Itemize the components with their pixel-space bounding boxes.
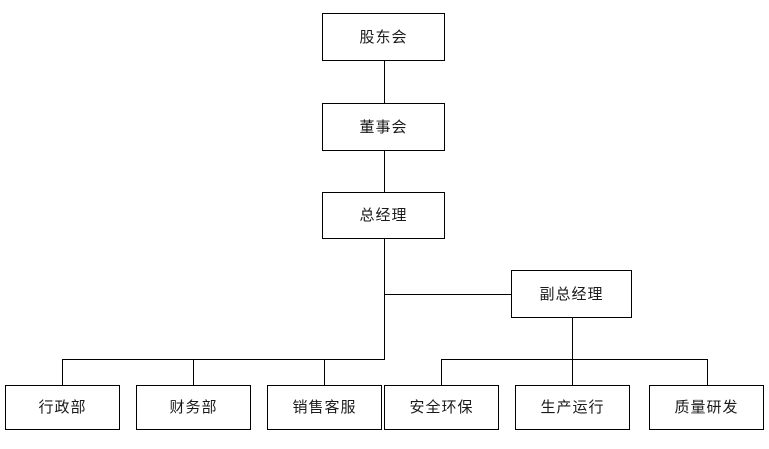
connector-drop-safety-environment [441,359,442,385]
node-department-production-operations[interactable]: 生产运行 [515,385,630,430]
node-department-administration[interactable]: 行政部 [5,385,120,430]
connector-board-to-general-manager [384,151,385,192]
node-board-label: 董事会 [359,117,408,136]
node-deputy-general-manager[interactable]: 副总经理 [511,270,632,318]
node-department-administration-label: 行政部 [38,398,87,416]
node-department-production-operations-label: 生产运行 [540,398,605,416]
connector-drop-quality-rd [707,359,708,385]
node-shareholders-label: 股东会 [359,27,408,46]
connector-left-department-bus [62,359,385,360]
node-department-safety-environment[interactable]: 安全环保 [384,385,499,430]
node-department-quality-rd-label: 质量研发 [674,398,739,416]
node-department-finance-label: 财务部 [169,398,218,416]
connector-drop-finance [193,359,194,385]
node-shareholders[interactable]: 股东会 [322,13,445,61]
node-board[interactable]: 董事会 [322,103,445,151]
node-general-manager[interactable]: 总经理 [322,192,445,239]
connector-right-department-bus [441,359,708,360]
node-department-sales-service[interactable]: 销售客服 [267,385,382,430]
node-general-manager-label: 总经理 [359,206,408,224]
node-department-sales-service-label: 销售客服 [292,398,357,416]
connector-drop-production-operations [572,359,573,385]
connector-general-manager-to-deputy [384,294,512,295]
connector-drop-administration [62,359,63,385]
node-department-finance[interactable]: 财务部 [136,385,251,430]
connector-deputy-spine [572,318,573,360]
connector-general-manager-spine [384,239,385,360]
node-department-safety-environment-label: 安全环保 [409,398,474,416]
node-deputy-general-manager-label: 副总经理 [539,284,604,303]
connector-shareholders-to-board [384,61,385,103]
node-department-quality-rd[interactable]: 质量研发 [649,385,764,430]
connector-drop-sales-service [324,359,325,385]
